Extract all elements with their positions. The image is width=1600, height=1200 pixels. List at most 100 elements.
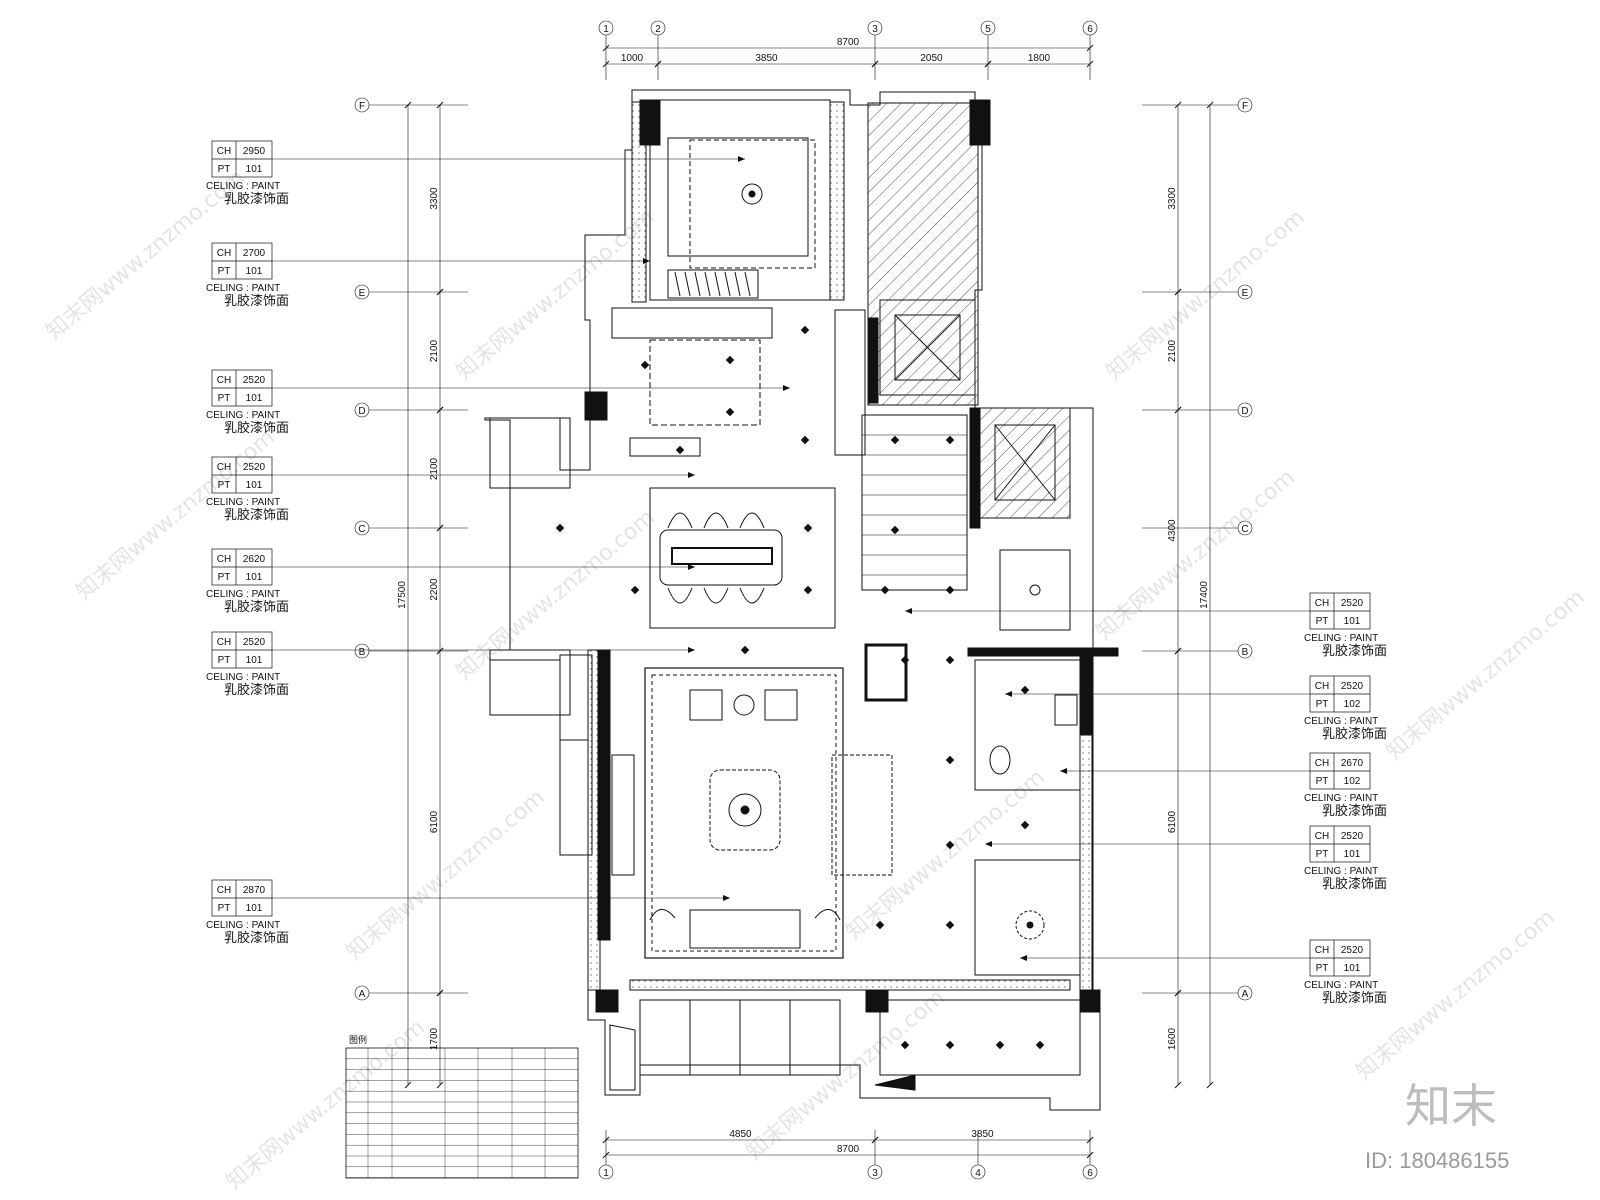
dim-tick — [436, 101, 444, 109]
dim-tick — [1086, 44, 1094, 52]
dining-table — [659, 529, 783, 586]
downlight-icon — [945, 1040, 955, 1050]
downlight-icon — [800, 435, 810, 445]
bath-ceiling — [999, 549, 1071, 631]
exterior-wall — [484, 89, 1101, 1111]
dim-tick — [1174, 647, 1182, 655]
kitchen-ceiling — [649, 339, 761, 426]
dim-tick — [404, 101, 412, 109]
callout-note: CELING : PAINT — [206, 589, 280, 600]
callout-note: CELING : PAINT — [1304, 793, 1378, 804]
downlight-icon — [900, 1040, 910, 1050]
legend-table: 图例 — [345, 1034, 579, 1179]
downlight-group — [555, 325, 1045, 1050]
column — [969, 99, 991, 146]
dim-tick — [1174, 101, 1182, 109]
callout-ceiling-height: 2520 — [1341, 598, 1364, 609]
balcony-right — [879, 999, 1081, 1076]
dining-ceiling — [649, 487, 836, 629]
coffee-table — [709, 769, 781, 851]
callout-note: CELING : PAINT — [206, 181, 280, 192]
callout-pt-label: PT — [218, 266, 231, 277]
column — [969, 407, 981, 529]
bedroom-light — [1015, 910, 1045, 940]
dim-label: 2100 — [429, 339, 440, 362]
wardrobe-hangers — [674, 271, 751, 297]
callout-ch-label: CH — [1315, 598, 1329, 609]
dim-label: 2200 — [429, 578, 440, 601]
lift-cross — [994, 424, 1056, 501]
callout-pt-label: PT — [1316, 776, 1329, 787]
dim-tick — [602, 44, 610, 52]
dim-tick — [1206, 101, 1214, 109]
watermark-text: 知末网www.znzmo.com — [342, 785, 550, 965]
dim-tick — [871, 60, 879, 68]
callout-paint-code: 101 — [246, 655, 263, 666]
column — [595, 989, 619, 1013]
callout-paint-code: 101 — [246, 572, 263, 583]
dim-label: 8700 — [837, 37, 860, 48]
ceiling-light — [741, 183, 763, 205]
callout-ch-label: CH — [1315, 831, 1329, 842]
callout-ceiling-height: 2520 — [243, 637, 266, 648]
column — [1079, 654, 1093, 736]
ceiling-light — [748, 190, 756, 198]
axis-label: 6 — [1087, 24, 1093, 35]
dim-label: 1800 — [1028, 53, 1051, 64]
callout-note: CELING : PAINT — [1304, 980, 1378, 991]
hatched-void — [867, 102, 979, 406]
axis-label: F — [1242, 101, 1248, 112]
callout-pt-label: PT — [218, 480, 231, 491]
sofa — [649, 909, 841, 949]
downlight-icon — [1020, 820, 1030, 830]
toilet — [989, 745, 1011, 775]
downlight-icon — [800, 325, 810, 335]
axis-label: B — [359, 647, 366, 658]
dim-tick — [436, 524, 444, 532]
dim-tick — [602, 1136, 610, 1144]
table-runner — [671, 547, 773, 565]
stair — [861, 414, 968, 591]
downlight-icon — [945, 755, 955, 765]
axis-label: 2 — [655, 24, 661, 35]
callout-ceiling-height: 2670 — [1341, 758, 1364, 769]
callout-pt-label: PT — [1316, 699, 1329, 710]
callout-ch-label: CH — [1315, 758, 1329, 769]
wall-fill — [631, 101, 647, 303]
dim-tick — [436, 989, 444, 997]
column — [639, 99, 661, 146]
wall-fill — [829, 101, 845, 301]
callout-ceiling-height: 2870 — [243, 885, 266, 896]
axis-label: C — [358, 524, 365, 535]
callout-pt-label: PT — [218, 164, 231, 175]
left-balcony — [489, 417, 571, 489]
dim-label: 8700 — [837, 1144, 860, 1155]
dim-tick — [1174, 1081, 1182, 1089]
basin — [1054, 694, 1078, 726]
dim-label: 3300 — [1167, 187, 1178, 210]
axis-label: B — [1242, 647, 1249, 658]
dim-label: 1600 — [1167, 1027, 1178, 1050]
callout-paint-code: 101 — [246, 393, 263, 404]
stair-treads — [862, 434, 967, 576]
axis-label: 6 — [1087, 1168, 1093, 1179]
watermark-text: 知末网www.znzmo.com — [222, 1015, 430, 1195]
column — [1079, 989, 1101, 1013]
side-table — [733, 694, 755, 716]
dim-label: 2100 — [429, 457, 440, 480]
callout-paint-code: 101 — [246, 480, 263, 491]
sideboard — [831, 754, 893, 876]
dim-label: 4850 — [729, 1129, 752, 1140]
downlight-icon — [740, 645, 750, 655]
dim-label: 17400 — [1199, 581, 1210, 609]
axis-label: 5 — [985, 24, 991, 35]
axis-label: E — [359, 288, 366, 299]
